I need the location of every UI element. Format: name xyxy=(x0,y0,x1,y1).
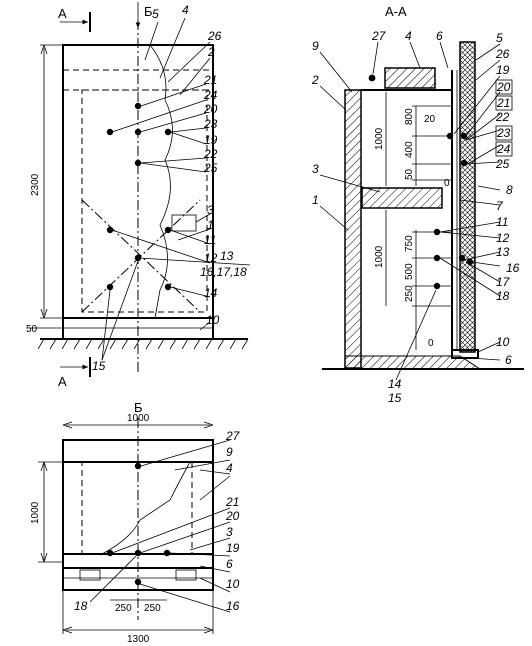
svg-text:21: 21 xyxy=(203,73,217,87)
svg-text:750: 750 xyxy=(404,235,415,252)
svg-text:19: 19 xyxy=(226,541,240,555)
svg-text:3: 3 xyxy=(207,203,214,217)
svg-text:1000: 1000 xyxy=(30,501,41,524)
svg-text:4: 4 xyxy=(226,461,233,475)
svg-text:22: 22 xyxy=(495,110,510,124)
svg-text:1000: 1000 xyxy=(374,127,385,150)
svg-text:250: 250 xyxy=(404,285,415,302)
svg-text:0: 0 xyxy=(444,178,450,189)
svg-text:6: 6 xyxy=(505,353,512,367)
svg-text:18: 18 xyxy=(496,289,510,303)
svg-text:21: 21 xyxy=(496,96,510,110)
svg-text:23: 23 xyxy=(203,117,218,131)
svg-text:2: 2 xyxy=(311,73,319,87)
svg-text:2: 2 xyxy=(207,45,215,59)
svg-text:50: 50 xyxy=(26,324,38,335)
svg-text:6: 6 xyxy=(226,557,233,571)
svg-text:22: 22 xyxy=(203,147,218,161)
svg-text:18: 18 xyxy=(74,599,88,613)
svg-text:27: 27 xyxy=(371,29,387,43)
svg-text:15: 15 xyxy=(388,391,402,405)
svg-text:400: 400 xyxy=(404,141,415,158)
svg-text:27: 27 xyxy=(225,429,241,443)
svg-text:А: А xyxy=(58,374,67,389)
svg-text:800: 800 xyxy=(404,108,415,125)
svg-text:24: 24 xyxy=(203,88,218,102)
svg-text:13: 13 xyxy=(220,249,234,263)
section-aa-view: А-А xyxy=(311,4,524,405)
svg-text:14: 14 xyxy=(204,286,218,300)
svg-text:21: 21 xyxy=(225,495,239,509)
svg-text:26: 26 xyxy=(207,29,222,43)
svg-text:7: 7 xyxy=(496,199,504,213)
svg-text:14: 14 xyxy=(388,377,402,391)
svg-text:1: 1 xyxy=(312,193,319,207)
svg-text:16: 16 xyxy=(226,599,240,613)
svg-text:1300: 1300 xyxy=(127,634,150,645)
svg-text:25: 25 xyxy=(495,157,510,171)
svg-text:5: 5 xyxy=(496,31,503,45)
front-view: А А Б 5 4 26 2 21 24 20 23 19 22 25 3 1 … xyxy=(26,2,251,389)
svg-text:6: 6 xyxy=(436,29,443,43)
svg-text:0: 0 xyxy=(428,338,434,349)
svg-text:250: 250 xyxy=(115,603,132,614)
svg-text:4: 4 xyxy=(182,3,189,17)
svg-text:17: 17 xyxy=(496,275,511,289)
svg-text:15: 15 xyxy=(92,359,106,373)
svg-text:20: 20 xyxy=(203,102,218,116)
svg-text:11: 11 xyxy=(204,233,216,247)
svg-text:11: 11 xyxy=(496,215,508,229)
svg-text:3: 3 xyxy=(226,525,233,539)
svg-text:250: 250 xyxy=(144,603,161,614)
svg-text:10: 10 xyxy=(226,577,240,591)
svg-text:23: 23 xyxy=(496,126,511,140)
svg-text:3: 3 xyxy=(312,162,319,176)
svg-text:А: А xyxy=(58,6,67,21)
svg-text:12: 12 xyxy=(496,231,510,245)
svg-text:19: 19 xyxy=(204,133,218,147)
svg-text:500: 500 xyxy=(404,263,415,280)
svg-text:10: 10 xyxy=(496,335,510,349)
svg-text:24: 24 xyxy=(496,142,511,156)
svg-text:25: 25 xyxy=(203,161,218,175)
svg-text:16,17,18: 16,17,18 xyxy=(200,265,247,279)
svg-text:2300: 2300 xyxy=(30,173,41,196)
view-b: Б xyxy=(30,400,241,645)
svg-text:1: 1 xyxy=(207,218,214,232)
svg-text:Б: Б xyxy=(144,4,153,19)
svg-text:А-А: А-А xyxy=(385,4,407,19)
svg-text:Б: Б xyxy=(134,400,143,415)
svg-text:26: 26 xyxy=(495,47,510,61)
svg-text:20: 20 xyxy=(424,114,436,125)
svg-text:12: 12 xyxy=(204,251,218,265)
svg-text:1000: 1000 xyxy=(374,245,385,268)
svg-text:13: 13 xyxy=(496,245,510,259)
svg-text:9: 9 xyxy=(226,445,233,459)
svg-text:5: 5 xyxy=(152,7,159,21)
svg-text:9: 9 xyxy=(312,39,319,53)
svg-text:10: 10 xyxy=(206,313,220,327)
svg-text:20: 20 xyxy=(225,509,240,523)
svg-text:19: 19 xyxy=(496,63,510,77)
svg-text:8: 8 xyxy=(506,183,513,197)
svg-text:20: 20 xyxy=(496,80,511,94)
svg-text:4: 4 xyxy=(405,29,412,43)
svg-text:1000: 1000 xyxy=(127,413,150,424)
svg-text:50: 50 xyxy=(404,168,415,180)
svg-text:16: 16 xyxy=(506,261,520,275)
